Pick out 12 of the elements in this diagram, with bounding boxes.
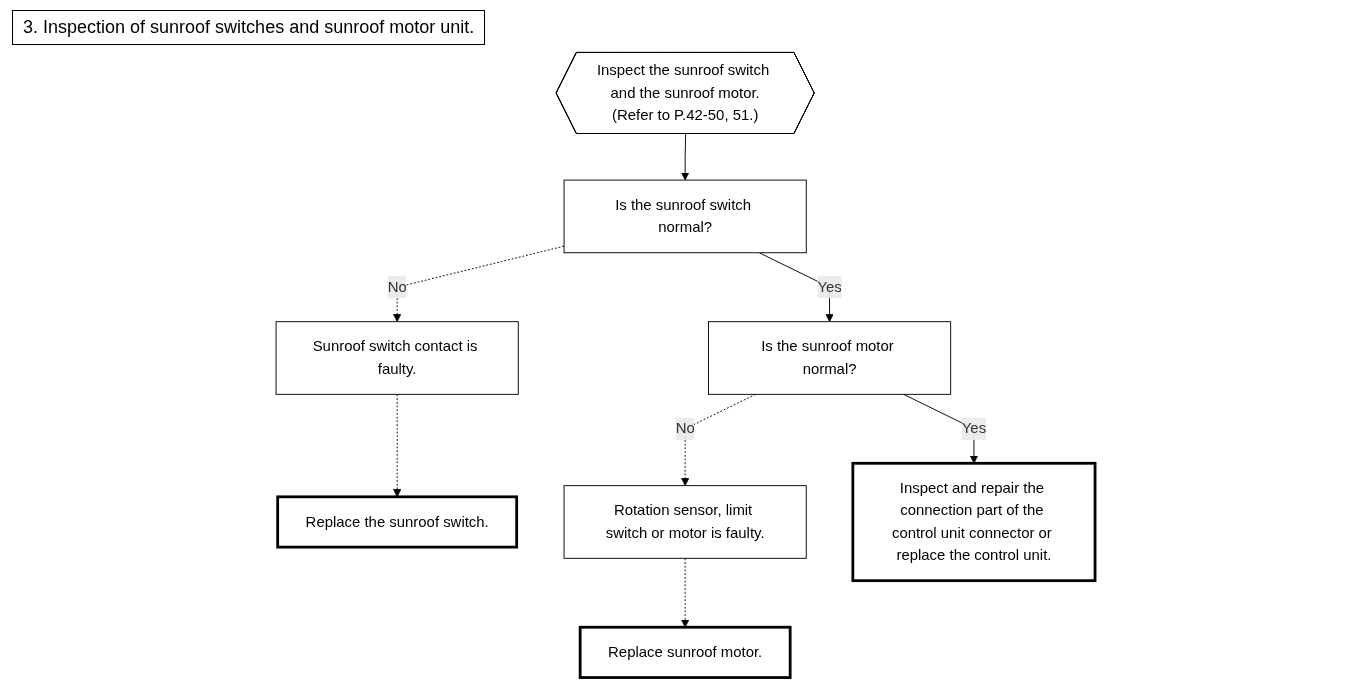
- edge-label: No: [675, 420, 695, 437]
- node-box: Replace the sunroof switch.: [276, 495, 518, 549]
- node-box: Rotation sensor, limit switch or motor is faulty.: [563, 485, 807, 559]
- node-box: Replace sunroof motor.: [578, 625, 792, 679]
- node-box: Inspect and repair the connection part of the control unit connector or replace the control unit.: [851, 461, 1097, 583]
- edge-label: No: [387, 278, 407, 295]
- edge-label: Yes: [961, 420, 987, 437]
- edge-label: Yes: [817, 278, 842, 295]
- heading: 3. Inspection of sunroof switches and sunroof motor unit.: [12, 10, 486, 45]
- node-box: Sunroof switch contact is faulty.: [275, 321, 519, 395]
- node-box: Is the sunroof motor normal?: [707, 321, 952, 395]
- node-box: Is the sunroof switch normal?: [563, 179, 807, 254]
